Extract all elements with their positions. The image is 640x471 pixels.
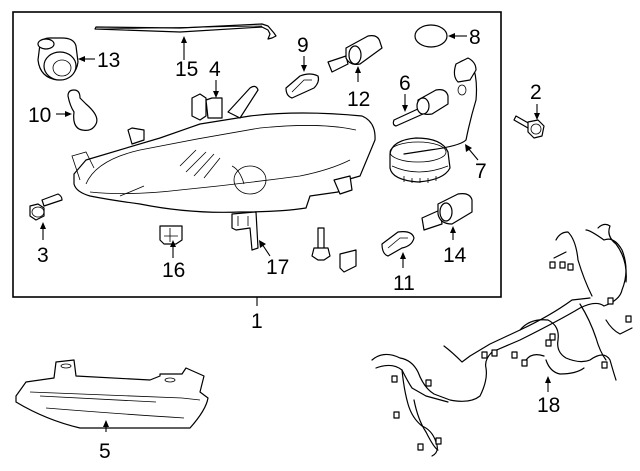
callout-6[interactable]: 6 [399, 72, 411, 95]
part-8-seal-ring[interactable] [414, 24, 448, 48]
callout-group-8: 8 [448, 26, 481, 49]
callout-5[interactable]: 5 [99, 440, 111, 463]
callout-group-10: 10 [28, 104, 72, 127]
part-16-clip[interactable] [159, 225, 183, 245]
callout-group-5: 5 [99, 420, 111, 463]
callout-10[interactable]: 10 [28, 104, 51, 127]
callout-group-18: 18 [537, 376, 560, 417]
callout-14[interactable]: 14 [443, 244, 467, 267]
callout-group-12: 12 [347, 66, 370, 111]
callout-3[interactable]: 3 [37, 244, 49, 267]
callout-group-2: 2 [530, 81, 542, 120]
callout-11[interactable]: 11 [393, 272, 415, 295]
loose-bolt[interactable] [311, 227, 331, 261]
callout-1[interactable]: 1 [251, 310, 263, 333]
loose-clip-nut[interactable] [339, 249, 357, 273]
part-10-turn-signal-bulb[interactable] [67, 89, 98, 131]
callout-8[interactable]: 8 [469, 26, 481, 49]
part-5-lower-deflector-panel[interactable] [15, 359, 209, 429]
callout-group-14: 14 [443, 226, 467, 267]
callout-group-16: 16 [162, 240, 185, 282]
part-9-wedge-bulb[interactable] [285, 73, 320, 99]
part-18-wiring-harness[interactable] [371, 223, 633, 457]
part-6-hid-bulb[interactable] [392, 89, 449, 127]
callout-group-7: 7 [465, 144, 487, 183]
callout-12[interactable]: 12 [347, 88, 370, 111]
part-13-socket-cap[interactable] [37, 37, 79, 81]
callout-group-11: 11 [393, 252, 415, 295]
callout-group-17: 17 [259, 240, 289, 279]
callout-group-15: 15 [175, 36, 198, 81]
part-7-ballast-harness[interactable] [389, 57, 478, 183]
callout-13[interactable]: 13 [97, 49, 120, 72]
callout-group-4: 4 [209, 58, 221, 98]
callout-9[interactable]: 9 [297, 34, 309, 57]
part-2-bolt[interactable] [513, 115, 545, 139]
callout-2[interactable]: 2 [530, 81, 542, 104]
part-3-bolt[interactable] [29, 193, 63, 221]
part-14-bulb-socket[interactable] [421, 193, 473, 231]
part-12-bulb-socket[interactable] [327, 35, 383, 73]
callout-7[interactable]: 7 [475, 160, 487, 183]
callout-15[interactable]: 15 [175, 58, 198, 81]
callout-18[interactable]: 18 [537, 394, 560, 417]
part-15-sensor-rod[interactable] [94, 23, 277, 40]
callout-17[interactable]: 17 [266, 256, 289, 279]
callout-group-9: 9 [297, 34, 309, 72]
callout-group-6: 6 [399, 72, 411, 112]
callout-16[interactable]: 16 [162, 259, 185, 282]
callout-group-13: 13 [78, 49, 120, 72]
part-11-side-marker-bulb[interactable] [381, 231, 415, 257]
headlamp-housing[interactable] [71, 85, 376, 213]
part-17-clip[interactable] [231, 211, 259, 251]
callout-4[interactable]: 4 [209, 58, 221, 81]
callout-group-3: 3 [37, 222, 49, 267]
